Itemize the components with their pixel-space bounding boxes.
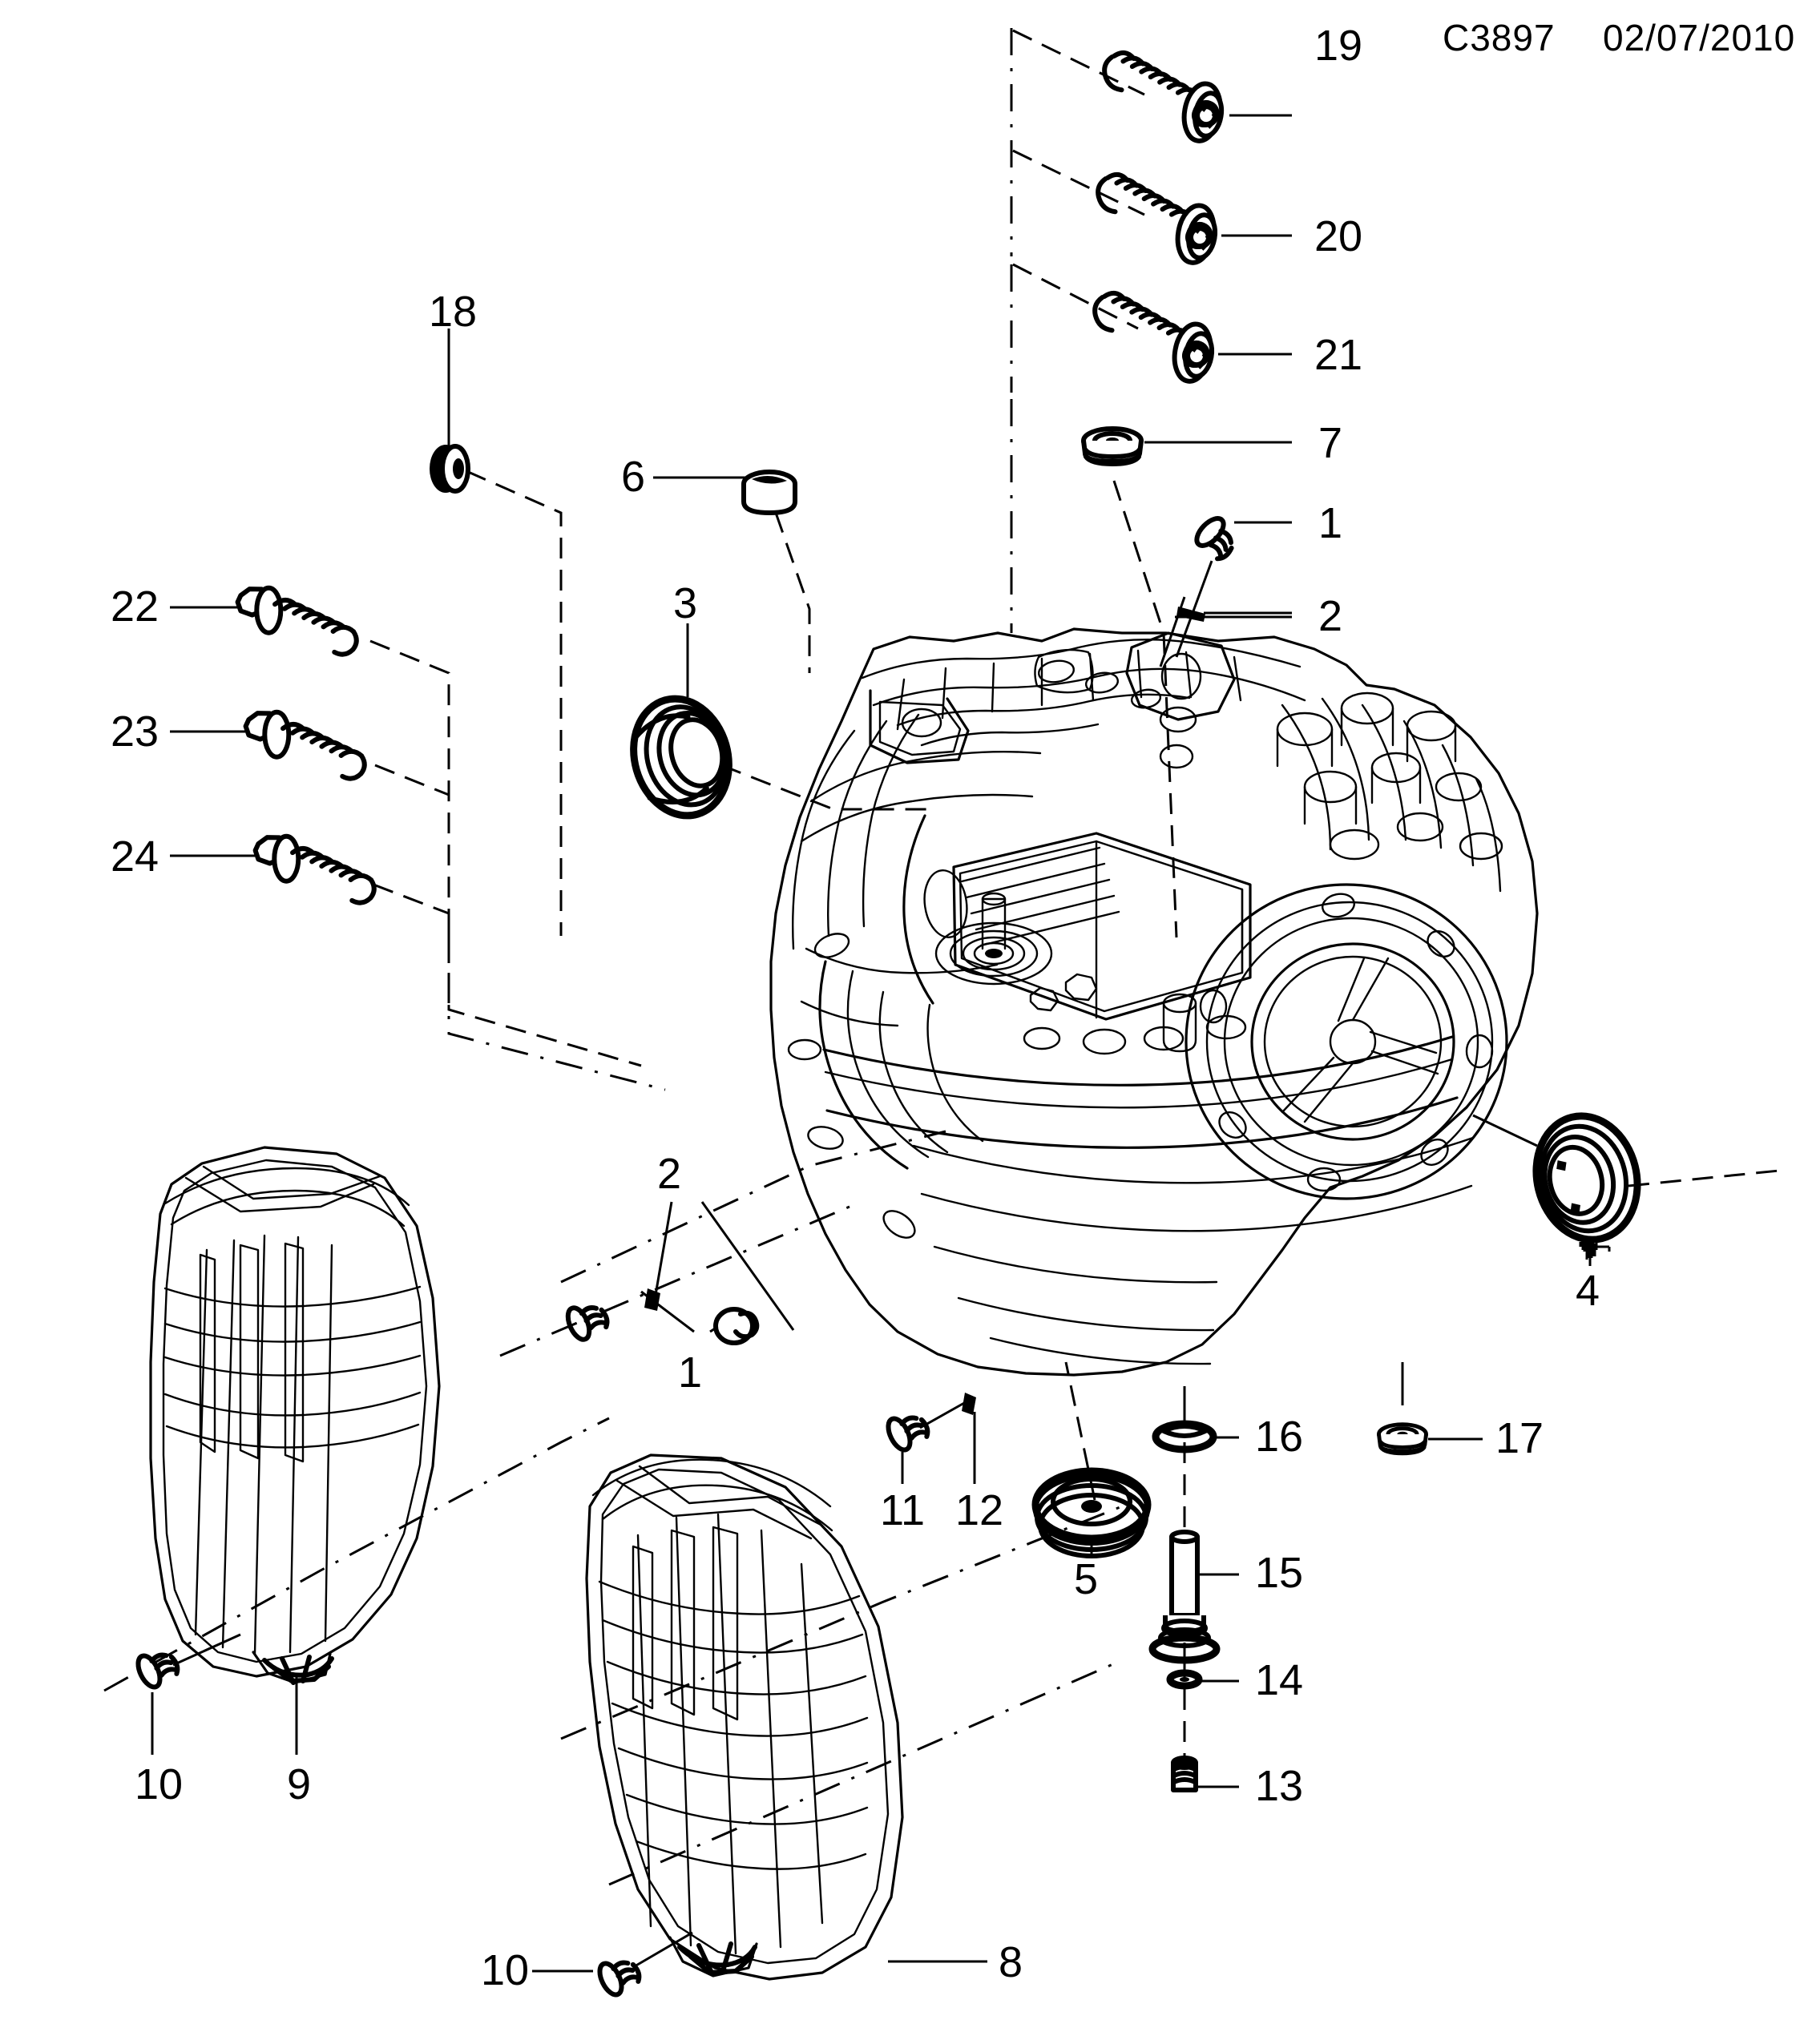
callout-18: 18 (429, 288, 478, 336)
callout-13: 13 (1255, 1762, 1304, 1810)
plug-17 (1378, 1362, 1483, 1453)
screw-1-upper (1175, 511, 1292, 658)
callout-8: 8 (999, 1938, 1023, 1986)
callout-17: 17 (1495, 1414, 1544, 1462)
oil-seal-3 (630, 623, 930, 820)
callout-15: 15 (1255, 1549, 1304, 1597)
side-cover-9 (103, 1146, 610, 1755)
fastener-stack-right (1148, 1386, 1239, 1792)
callout-14: 14 (1255, 1656, 1304, 1704)
bolt-24 (170, 828, 450, 915)
callout-2-case: 2 (657, 1150, 682, 1198)
callout-19: 19 (1314, 22, 1363, 70)
bolt-20 (1084, 166, 1292, 272)
callout-20: 20 (1314, 212, 1363, 260)
callout-6: 6 (621, 453, 646, 501)
callout-10-left: 10 (135, 1760, 184, 1808)
bolt-22 (170, 580, 642, 1067)
plug-7 (1084, 429, 1292, 938)
callout-7: 7 (1318, 419, 1343, 467)
callout-10-bottom: 10 (481, 1946, 530, 1994)
oil-seal-4 (1472, 1112, 1788, 1266)
bushing-18 (430, 329, 563, 936)
callout-11: 11 (880, 1486, 926, 1534)
callout-3: 3 (673, 579, 698, 627)
callout-1-case: 1 (678, 1349, 703, 1397)
bolt-19 (1091, 44, 1292, 150)
callout-12: 12 (955, 1486, 1004, 1534)
drawing-date: 02/07/2010 (1603, 17, 1796, 58)
callout-9: 9 (287, 1760, 312, 1808)
cap-6 (653, 470, 811, 673)
fastener-11-12 (883, 1393, 976, 1484)
fastener-group-upper-right (1010, 28, 1145, 633)
callout-1: 1 (1318, 499, 1343, 547)
callout-22: 22 (111, 583, 159, 631)
callout-16: 16 (1255, 1413, 1304, 1461)
cover-bolt-10-bottom (532, 1931, 693, 2000)
callout-5: 5 (1074, 1555, 1099, 1603)
drawing-code: C3897 (1443, 17, 1556, 58)
fasteners-mid-left (499, 1130, 946, 1357)
bolt-23 (170, 704, 450, 796)
cover-bolt-10-left (133, 1633, 241, 1755)
ring-seal-5 (1031, 1361, 1152, 1558)
bolt-21 (1081, 284, 1292, 390)
callout-23: 23 (111, 708, 159, 756)
bottom-cover-8 (560, 1453, 1123, 1981)
callout-2: 2 (1318, 592, 1343, 640)
callout-4: 4 (1576, 1267, 1600, 1315)
transmission-case (769, 627, 1539, 1377)
callout-21: 21 (1314, 331, 1363, 379)
callout-24: 24 (111, 833, 159, 881)
